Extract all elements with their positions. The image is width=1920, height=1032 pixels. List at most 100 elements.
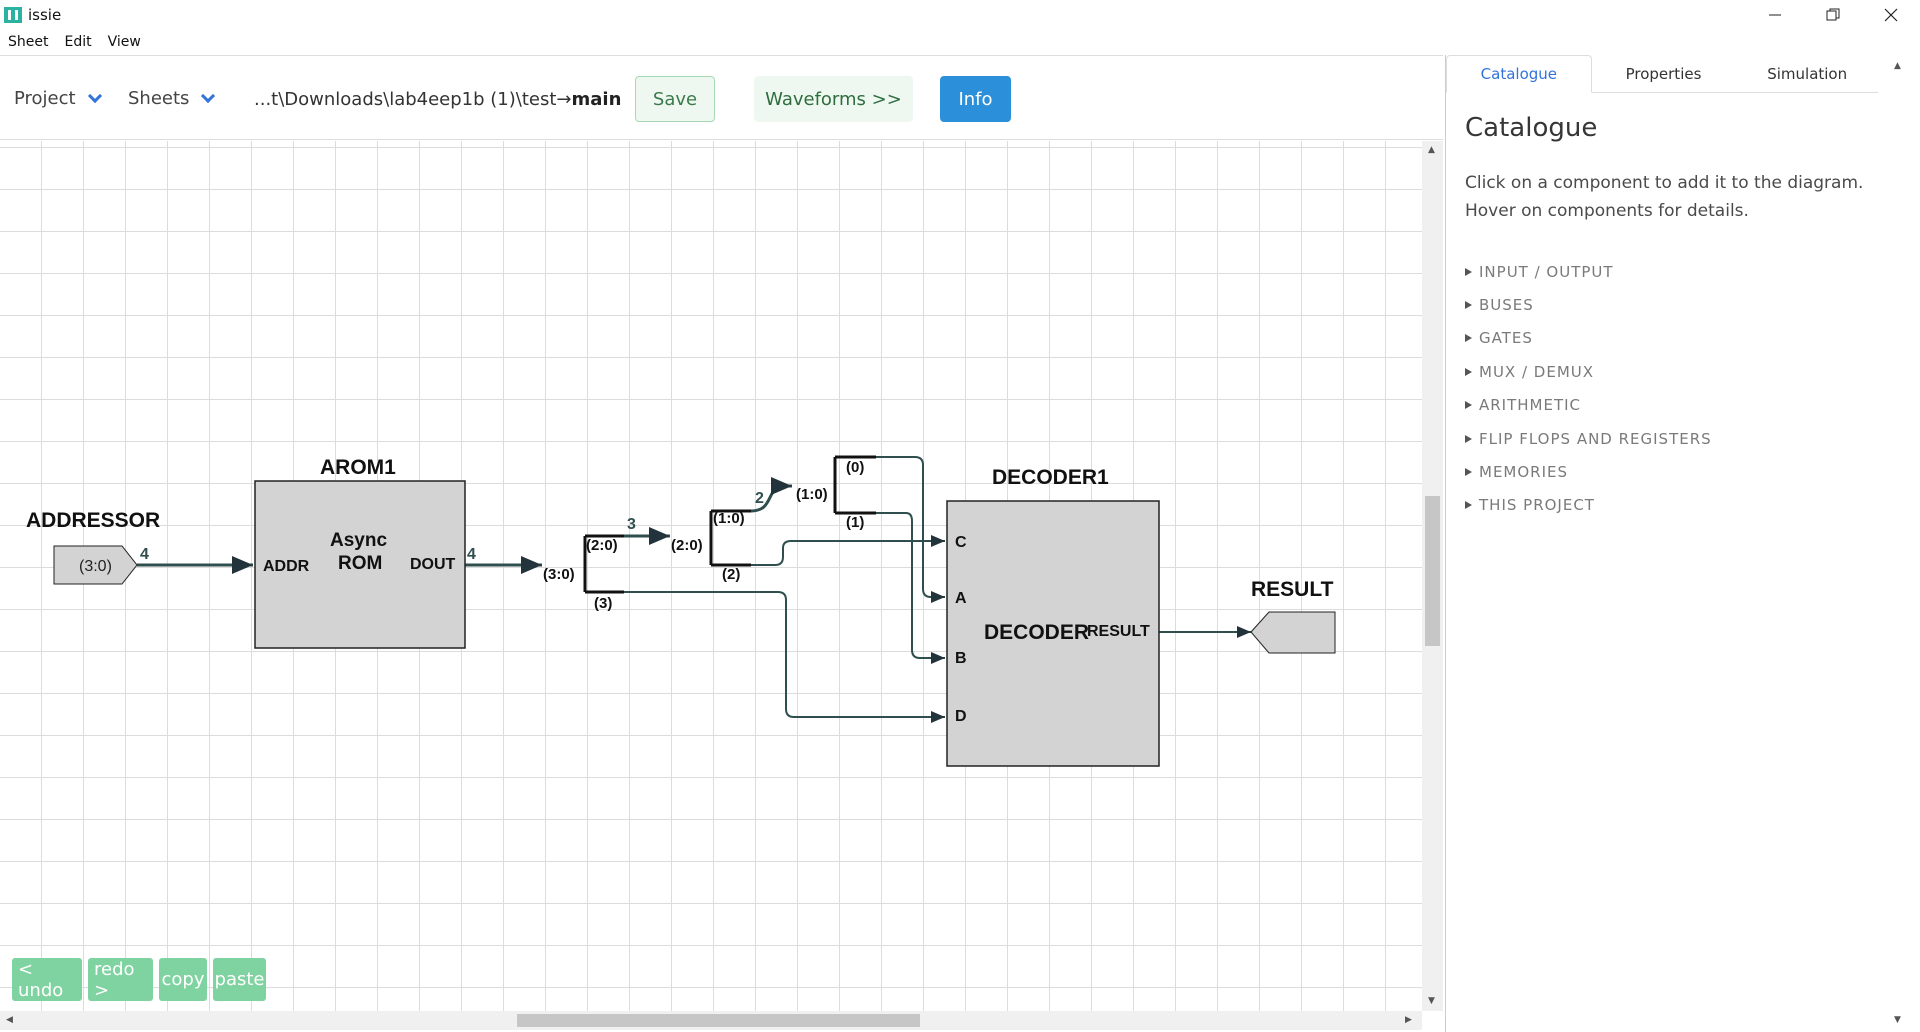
chevron-down-icon [87,88,102,103]
menu-edit[interactable]: Edit [64,34,92,50]
category-label: ARITHMETIC [1479,396,1582,415]
menu-view[interactable]: View [107,34,141,50]
minimize-icon[interactable] [1746,0,1804,30]
menu-bar: Sheet Edit View [0,30,149,54]
split2-in: (2:0) [671,537,703,554]
expand-triangle-icon [1465,301,1472,310]
scroll-right-icon[interactable]: ▶ [1405,1015,1412,1025]
catalogue-category-list: INPUT / OUTPUT BUSES GATES MUX / DEMUX A… [1465,255,1712,522]
arom-title1: Async [330,530,387,551]
expand-triangle-icon [1465,334,1472,343]
canvas-vertical-scrollbar[interactable]: ▲ ▼ [1422,141,1443,1011]
catalogue-description: Click on a component to add it to the di… [1465,173,1864,221]
split2-out-bottom: (2) [722,566,740,583]
maximize-icon[interactable] [1804,0,1862,30]
addressor-name: ADDRESSOR [26,509,160,532]
category-input-output[interactable]: INPUT / OUTPUT [1465,255,1712,288]
category-buses[interactable]: BUSES [1465,288,1712,321]
split1-out-bottom: (3) [594,595,612,612]
decoder-port-a: A [955,590,967,607]
split1-in: (3:0) [543,566,575,583]
expand-triangle-icon [1465,434,1472,443]
decoder-name: DECODER1 [992,466,1109,489]
wire-split1-3-to-d [624,591,945,723]
bus-split-3[interactable]: (1:0) (0) (1) [796,455,876,531]
tab-simulation[interactable]: Simulation [1767,64,1848,83]
category-arithmetic[interactable]: ARITHMETIC [1465,389,1712,422]
split1-out-top: (2:0) [586,537,618,554]
wire-split3-1-to-b [876,512,945,664]
split3-in: (1:0) [796,486,828,503]
waveforms-button[interactable]: Waveforms >> [754,76,913,122]
edit-buttons: < undo redo > copy paste [12,958,266,1001]
category-mux-demux[interactable]: MUX / DEMUX [1465,355,1712,388]
sheet-path: ...t\Downloads\lab4eep1b (1)\test→main [254,89,621,110]
info-button[interactable]: Info [940,76,1011,122]
path-prefix: ...t\Downloads\lab4eep1b (1)\test→ [254,89,572,110]
addressor-input[interactable]: ADDRESSOR (3:0) 4 [26,509,160,585]
split2-width: 2 [755,490,764,507]
wire-split3-0-to-a [876,456,945,603]
right-panel: Catalogue Properties Simulation Catalogu… [1445,55,1879,1032]
category-label: BUSES [1479,296,1534,315]
decoder-port-result: RESULT [1087,623,1150,640]
category-label: THIS PROJECT [1479,496,1595,515]
arom-port-dout: DOUT [410,556,456,573]
scroll-down-icon[interactable]: ▼ [1894,1015,1901,1025]
arom-title2: ROM [338,553,382,574]
redo-button[interactable]: redo > [88,958,153,1001]
split1-width: 3 [627,516,636,533]
category-flip-flops[interactable]: FLIP FLOPS AND REGISTERS [1465,422,1712,455]
category-label: FLIP FLOPS AND REGISTERS [1479,429,1712,448]
split2-out-top: (1:0) [713,510,745,527]
project-dropdown[interactable]: Project [14,88,102,109]
main-toolbar: Project Sheets ...t\Downloads\lab4eep1b … [0,55,1443,140]
schematic-diagram: ADDRESSOR (3:0) 4 AROM1 Async ROM ADDR D… [26,455,1336,767]
category-memories[interactable]: MEMORIES [1465,455,1712,488]
save-button[interactable]: Save [635,76,715,122]
vertical-scroll-thumb[interactable] [1425,496,1440,646]
close-icon[interactable] [1862,0,1920,30]
tab-properties[interactable]: Properties [1625,64,1702,83]
scroll-up-icon[interactable]: ▲ [1428,145,1435,155]
addressor-label: (3:0) [79,558,112,575]
scroll-down-icon[interactable]: ▼ [1428,996,1435,1006]
catalogue-title: Catalogue [1465,113,1598,143]
sheets-dropdown[interactable]: Sheets [128,88,216,109]
expand-triangle-icon [1465,367,1472,376]
tab-catalogue[interactable]: Catalogue [1446,55,1592,93]
paste-button[interactable]: paste [213,958,266,1001]
decoder-port-d: D [955,708,967,725]
menu-sheet[interactable]: Sheet [8,34,49,50]
arom-component[interactable]: AROM1 Async ROM ADDR DOUT 4 [254,456,476,649]
issie-logo-icon [4,6,22,24]
decoder-component[interactable]: DECODER1 C A B D DECODER RESULT [946,466,1160,767]
split3-out-bottom: (1) [846,514,864,531]
decoder-title: DECODER [984,621,1089,644]
expand-triangle-icon [1465,501,1472,510]
schematic-canvas[interactable]: ADDRESSOR (3:0) 4 AROM1 Async ROM ADDR D… [0,141,1422,1011]
right-panel-scrollbar[interactable]: ▲ ▼ [1878,55,1920,1032]
decoder-port-c: C [955,534,967,551]
sheets-label: Sheets [128,88,190,109]
undo-button[interactable]: < undo [12,958,82,1001]
canvas-horizontal-scrollbar[interactable]: ◀ ▶ [0,1011,1422,1030]
decoder-port-b: B [955,650,967,667]
result-output[interactable]: RESULT [1250,578,1336,654]
result-name: RESULT [1251,578,1334,601]
category-gates[interactable]: GATES [1465,322,1712,355]
category-this-project[interactable]: THIS PROJECT [1465,489,1712,522]
expand-triangle-icon [1465,468,1472,477]
category-label: GATES [1479,329,1533,348]
title-bar: issie [0,0,1920,30]
expand-triangle-icon [1465,401,1472,410]
right-panel-tabs: Catalogue Properties Simulation [1446,55,1879,93]
path-current-sheet: main [571,89,622,110]
bus-split-2[interactable]: (2:0) (1:0) (2) 2 [671,490,764,583]
horizontal-scroll-thumb[interactable] [517,1014,920,1027]
scroll-left-icon[interactable]: ◀ [6,1015,13,1025]
addressor-width: 4 [140,546,149,563]
bus-split-1[interactable]: (3:0) (2:0) (3) 3 [543,516,636,612]
scroll-up-icon[interactable]: ▲ [1894,61,1901,71]
copy-button[interactable]: copy [159,958,207,1001]
